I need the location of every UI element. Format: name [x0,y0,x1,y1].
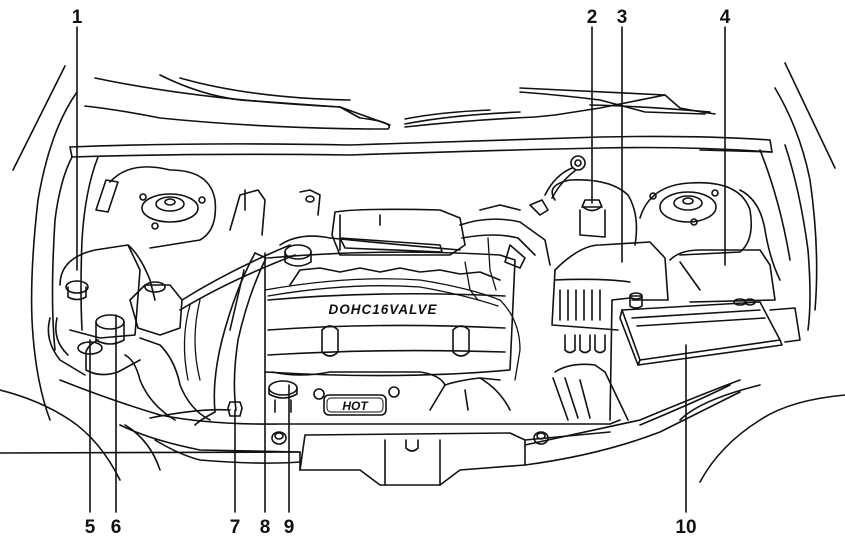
radiator-cap [268,380,298,413]
intake-plenum [279,189,466,267]
callout-2: 2 [586,7,598,28]
wiring-harness [183,237,521,381]
callout-5: 5 [84,517,96,538]
callout-6: 6 [110,517,122,538]
brake-and-clutch-reservoirs [77,314,211,421]
callout-3: 3 [616,7,628,28]
callout-8: 8 [259,517,271,538]
radiator-support [0,379,741,486]
relay-box [669,249,776,303]
callout-1: 1 [71,7,83,28]
intake-duct [552,363,629,421]
left-strut-tower [95,166,217,249]
air-intake-hose [459,199,551,269]
callout-10: 10 [675,517,697,538]
right-fender [679,62,845,483]
wiper-lines [84,74,716,130]
svg-text:HOT: HOT [342,399,369,413]
engine-cover-label: DOHC16VALVE [328,302,437,317]
callout-4: 4 [719,7,731,28]
valve-cover [264,251,516,377]
sensor [194,401,243,426]
hot-warning-plate: HOT [323,394,387,416]
timing-belt-cover [213,252,267,413]
air-cleaner [551,241,669,354]
battery [609,292,801,421]
brake-booster [544,155,638,246]
callout-leader-lines [76,26,726,513]
callout-7: 7 [229,517,241,538]
brake-fluid-reservoir [579,199,606,238]
callout-9: 9 [283,517,295,538]
exhaust-manifold [271,371,511,411]
right-strut-tower [639,181,781,281]
abs-unit [129,189,296,336]
cowl-panel [69,135,773,158]
washer-reservoir [47,244,156,376]
left-fender [0,65,161,481]
